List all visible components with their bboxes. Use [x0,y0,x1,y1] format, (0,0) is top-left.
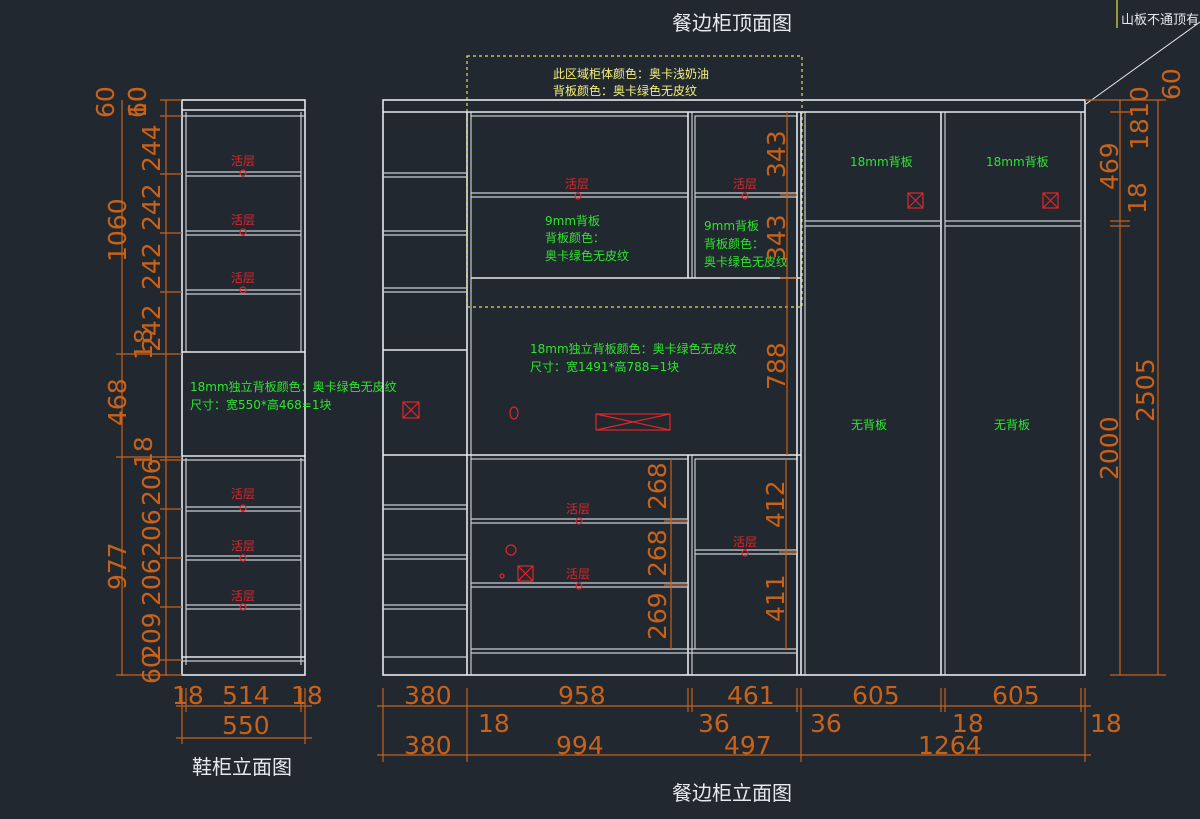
sideboard-outline [382,99,1086,676]
bottom-dim-994: 994 [556,731,604,760]
back9-note-right-3: 奥卡绿色无皮纹 [704,254,788,269]
back9-note-left-2: 背板颜色： [545,230,605,245]
mid-panel-marker [595,413,671,431]
back18-left: 18mm背板 [850,155,913,169]
socket-symbol [509,406,519,420]
bottom-dim-380b: 380 [404,731,452,760]
shoe-cabinet: 活层 活层 活层 活层 活层 活层 18mm独立背板颜色：奥卡绿色无皮纹 尺寸：… [181,99,420,676]
bottom-dim-958: 958 [558,681,606,710]
shoe-dim-18a: 18 [129,328,158,360]
shoe-bottom-dims: 18 514 18 550 [172,681,323,744]
mid-panel-note-2: 尺寸：宽1491*高788=1块 [530,359,679,374]
shoe-dim-244: 244 [137,124,166,172]
shoe-dim-209: 209 [137,612,166,660]
shoe-cabinet-outline [181,99,306,676]
shoe-shelf-label-5: 活层 [231,539,255,553]
shoe-shelf-label-1: 活层 [231,154,255,168]
shoe-dim-18-left: 18 [172,681,204,710]
dim-411: 411 [761,574,790,622]
shoe-dim-60: 60 [123,86,152,118]
sideboard-bottom-dims: 380 958 461 605 605 18 36 36 18 18 380 9… [377,681,1122,762]
back9-note-right-1: 9mm背板 [704,219,759,233]
bottom-dim-1264: 1264 [918,731,982,760]
right-dim-18a: 18 [1125,118,1154,150]
sideboard-shelf-label-3: 活层 [566,502,590,516]
bottom-small-36a: 36 [698,709,730,738]
back9-note-left-1: 9mm背板 [545,214,600,228]
bottom-dim-497: 497 [724,731,772,760]
bottom-small-18a: 18 [478,709,510,738]
shoe-panel-note-1: 18mm独立背板颜色：奥卡绿色无皮纹 [190,379,397,394]
right-dim-469: 469 [1095,142,1124,190]
shoe-dim-242b: 242 [137,242,166,290]
callout-leader [1085,21,1200,105]
dim-343b: 343 [762,214,791,262]
dim-268b: 268 [643,529,672,577]
shoe-dim-10: 10 [123,86,152,118]
shoe-shelf-label-4: 活层 [231,487,255,501]
sideboard-shelf-label-2: 活层 [733,177,757,191]
sideboard-shelf-label-1: 活层 [565,177,589,191]
right-dim-10: 10 [1125,86,1154,118]
shoe-dim-206c: 206 [137,558,166,606]
lower-marker [517,565,534,582]
right-dim-2000: 2000 [1095,416,1124,480]
shoe-dim-18b: 18 [129,436,158,468]
top-view-title: 餐边柜顶面图 [672,11,792,35]
shoe-dim-977: 977 [103,542,132,590]
back9-note-right-2: 背板颜色： [704,236,764,251]
right-dim-18b: 18 [1123,182,1152,214]
front-view-title: 餐边柜立面图 [672,781,792,805]
shoe-shelf-label-2: 活层 [231,213,255,227]
callout-note: 山板不通顶有 [1121,13,1199,28]
dim-412: 412 [761,480,790,528]
shoe-dim-468: 468 [103,378,132,426]
shoe-dim-514: 514 [222,681,270,710]
shoe-dim-550: 550 [222,711,270,740]
right-dim-2505: 2505 [1131,358,1160,422]
bottom-dim-461: 461 [727,681,775,710]
region-note-2: 背板颜色：奥卡绿色无皮纹 [553,83,697,98]
shoe-dim-60-bottom: 60 [137,652,166,684]
sideboard-inner-dims: 343 343 788 268 268 269 412 411 [643,112,797,649]
bottom-small-18b: 18 [952,709,984,738]
back9-note-left-3: 奥卡绿色无皮纹 [545,248,629,263]
bottom-dim-605b: 605 [992,681,1040,710]
shoe-panel-marker [402,401,420,419]
shoe-shelf-label-3: 活层 [231,271,255,285]
shoe-view-title: 鞋柜立面图 [192,755,292,779]
sideboard: 此区域柜体颜色：奥卡浅奶油 背板颜色：奥卡绿色无皮纹 活层 活层 活层 活层 活… [382,55,1086,676]
shoe-shelf-label-6: 活层 [231,589,255,603]
back18-right: 18mm背板 [986,155,1049,169]
bottom-small-36b: 36 [810,709,842,738]
mid-panel-note-1: 18mm独立背板颜色：奥卡绿色无皮纹 [530,341,737,356]
no-back-left: 无背板 [851,418,887,432]
bottom-dim-605a: 605 [852,681,900,710]
sideboard-shelf-label-4: 活层 [566,567,590,581]
shoe-left-dims: 60 10 60 244 242 242 242 18 1060 468 18 … [91,86,182,684]
dim-268a: 268 [643,462,672,510]
sideboard-shelf-label-5: 活层 [733,535,757,549]
hole-marker [505,544,517,556]
bottom-small-18c: 18 [1090,709,1122,738]
dim-269: 269 [643,592,672,640]
shoe-dim-242c: 242 [137,304,166,352]
dim-343a: 343 [762,130,791,178]
shoe-dim-1060: 1060 [103,198,132,262]
shoe-dim-206a: 206 [137,458,166,506]
shoe-dim-60-top: 60 [91,86,120,118]
shoe-dim-206b: 206 [137,509,166,557]
no-back-right: 无背板 [994,418,1030,432]
dim-788: 788 [762,342,791,390]
sideboard-right-dims: 10 60 18 469 18 2000 2505 [1085,68,1186,676]
bottom-dim-380: 380 [404,681,452,710]
shoe-panel-note-2: 尺寸：宽550*高468=1块 [190,397,332,412]
shoe-dim-242a: 242 [137,183,166,231]
color-region-box [466,55,803,308]
shoe-dim-18-right: 18 [291,681,323,710]
right-dim-60: 60 [1157,68,1186,100]
region-note-1: 此区域柜体颜色：奥卡浅奶油 [553,66,709,81]
